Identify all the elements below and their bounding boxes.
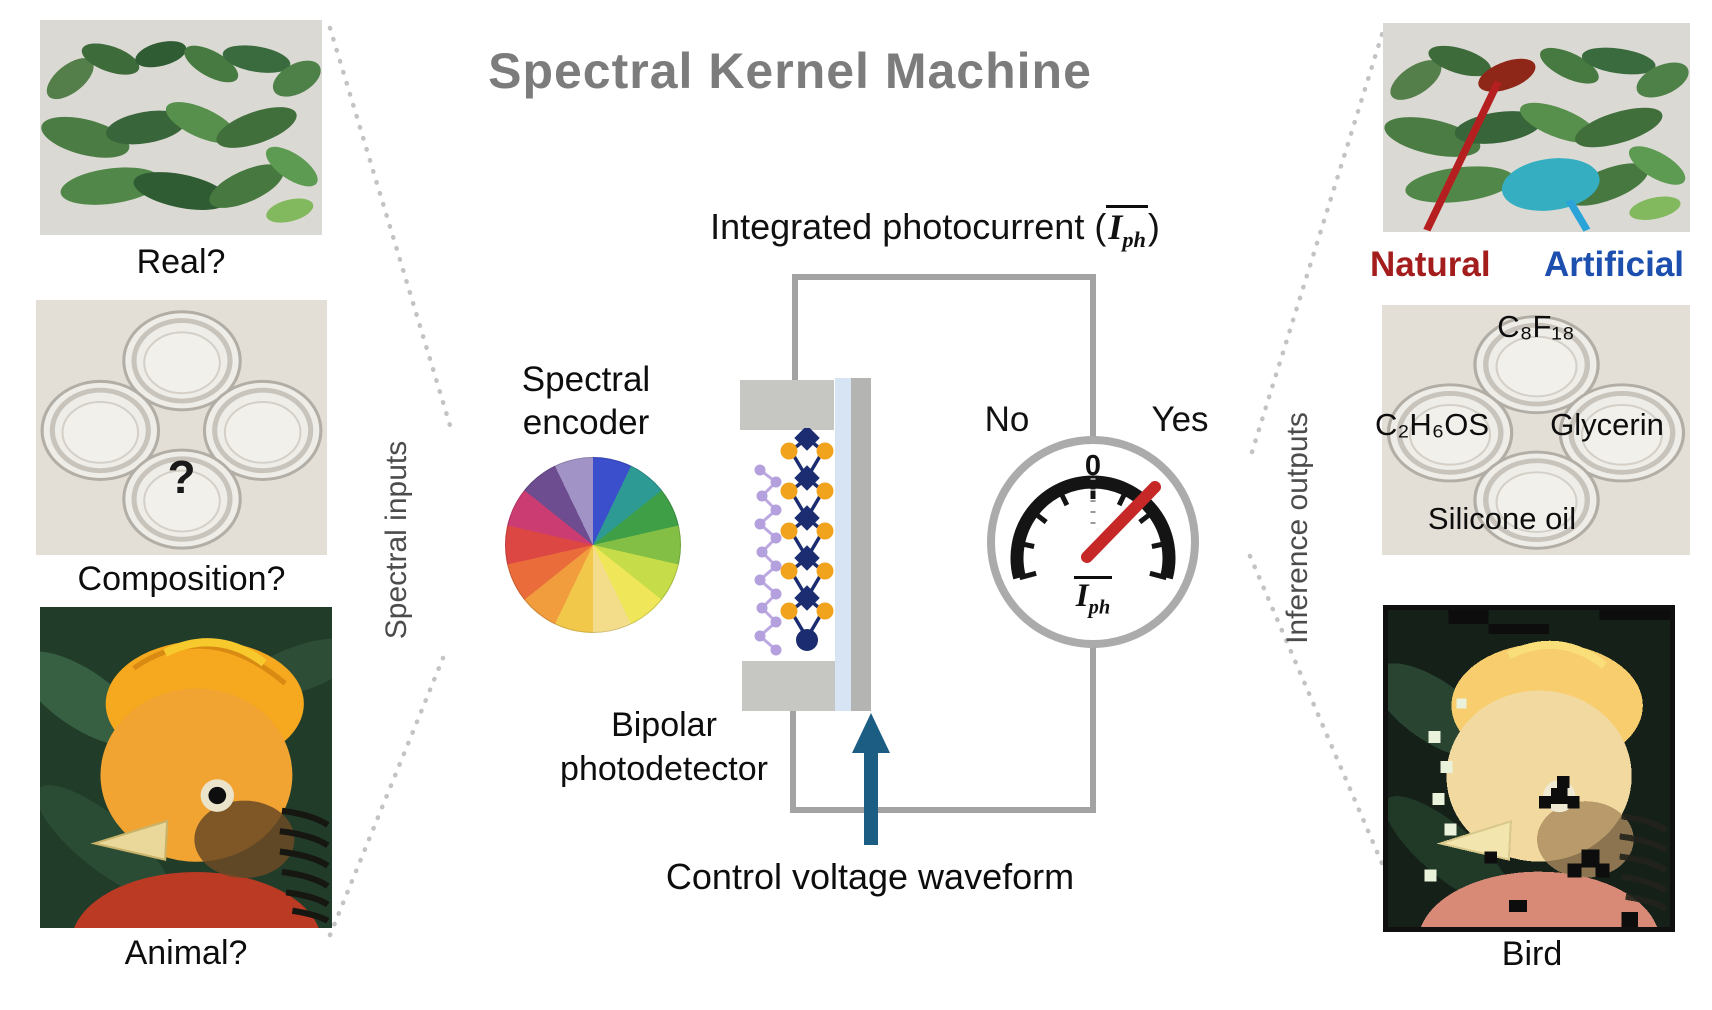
inference-outputs-label: Inference outputs [1281, 412, 1314, 644]
page-title: Spectral Kernel Machine [488, 43, 1092, 99]
gauge-yes-label: Yes [1151, 400, 1209, 439]
label-composition: Composition? [77, 560, 286, 598]
natural-leaf-highlight [1478, 58, 1536, 92]
dishes-illustration [36, 300, 327, 555]
gauge-symbol-sub: ph [1088, 596, 1111, 619]
artificial-label: Artificial [1543, 245, 1685, 284]
input-dishes-photo: ? [36, 300, 327, 555]
chem-label-glycerin: Glycerin [1550, 407, 1664, 442]
photocurrent-prefix: Integrated photocurrent ( [710, 206, 1107, 247]
output-dishes-photo: C₈F₁₈ C₂H₆OS Glycerin Silicone oil [1375, 305, 1690, 555]
color-wheel-icon [505, 457, 681, 633]
bottom-electrode [742, 661, 837, 711]
top-electrode [740, 380, 834, 430]
leaves-annotated-illustration [1383, 23, 1690, 232]
label-animal: Animal? [124, 934, 248, 972]
chem-label-c8f18: C₈F₁₈ [1497, 309, 1575, 344]
circuit-wire-top [792, 274, 1096, 445]
polymer-chain-icon [754, 464, 782, 656]
detector-label-line1: Bipolar [611, 706, 717, 744]
gauge-zero-label: 0 [1084, 450, 1102, 482]
glass-layer [851, 378, 871, 711]
leaves-illustration [40, 20, 322, 235]
natural-pointer-line [1423, 80, 1502, 232]
question-mark-overlay: ? [167, 451, 196, 503]
gauge-no-label: No [984, 400, 1030, 439]
dishes-illustration [1382, 305, 1690, 555]
funnel-line [327, 655, 446, 938]
gauge-symbol-label: Iph [995, 576, 1191, 618]
photocurrent-symbol: I [1108, 207, 1123, 247]
molecule-chain-icon [780, 428, 834, 651]
artificial-leaf-highlight [1501, 158, 1600, 211]
encoder-label-line1: Spectral [521, 360, 651, 399]
chem-label-c2h6os: C₂H₆OS [1374, 407, 1490, 442]
bird-illustration [40, 607, 332, 928]
photocurrent-meter: 0 Iph [987, 436, 1199, 648]
input-bird-photo [40, 607, 332, 928]
natural-label: Natural [1370, 245, 1491, 284]
bird-label: Bird [1501, 935, 1563, 973]
output-leaves-photo [1383, 23, 1690, 232]
integrated-photocurrent-label: Integrated photocurrent (Iph) [655, 205, 1215, 252]
label-real: Real? [136, 243, 226, 281]
gauge-ticks [1017, 482, 1169, 581]
funnel-line [1247, 553, 1387, 871]
gauge-symbol: I [1075, 578, 1089, 614]
gauge-dial [1010, 475, 1176, 581]
funnel-line [327, 25, 455, 435]
ito-layer [835, 378, 851, 711]
funnel-line [1249, 25, 1387, 455]
encoder-label-line2: encoder [522, 403, 650, 443]
molecule-layers [754, 428, 834, 656]
control-voltage-arrow-icon [852, 713, 890, 845]
spectral-inputs-label: Spectral inputs [380, 440, 413, 640]
artificial-pointer-line [1565, 199, 1591, 232]
pixelated-bird-illustration [1388, 610, 1670, 927]
output-bird-photo [1383, 605, 1675, 932]
gauge-needle [1081, 481, 1161, 563]
input-leaves-photo [40, 20, 322, 235]
detector-label-line2: photodetector [560, 750, 768, 789]
circuit-wire-bottom [790, 640, 1096, 813]
chem-label-silicone-oil: Silicone oil [1427, 501, 1577, 536]
spectral-encoder-label: Spectral encoder [496, 358, 676, 445]
control-voltage-label: Control voltage waveform [665, 856, 1075, 897]
photocurrent-sub: ph [1122, 227, 1146, 253]
photocurrent-suffix: ) [1147, 206, 1160, 247]
bipolar-photodetector-label: Bipolar photodetector [548, 703, 780, 791]
